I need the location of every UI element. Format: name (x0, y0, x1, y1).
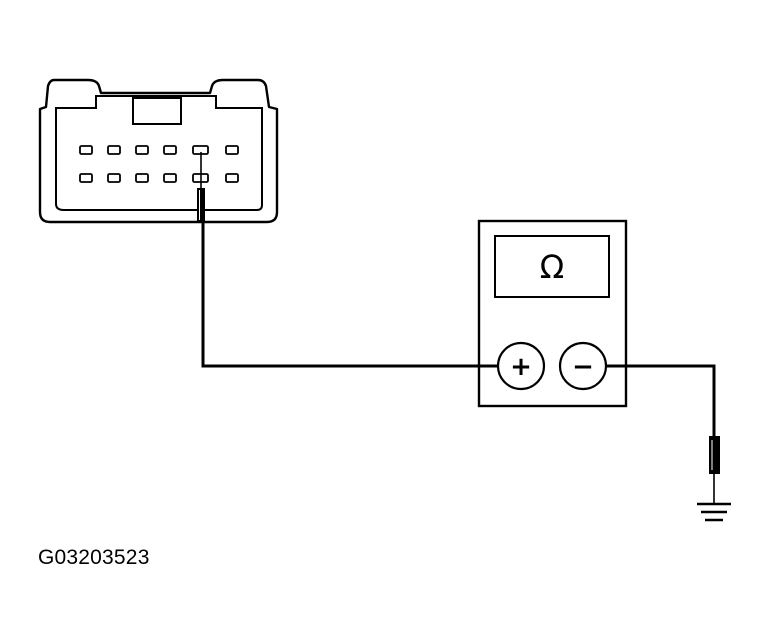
pin (79, 145, 93, 155)
negative-test-lead (606, 364, 716, 438)
meter-display (494, 235, 610, 298)
figure-id-label: G03203523 (38, 546, 150, 569)
ohm-symbol: Ω (540, 248, 564, 286)
pin (79, 173, 93, 183)
pin (107, 145, 121, 155)
pin (135, 173, 149, 183)
ground-probe (709, 436, 720, 503)
pin (135, 145, 149, 155)
pin (163, 145, 177, 155)
connector-pins-bottom-row (79, 173, 239, 183)
connector-latch (132, 97, 182, 125)
ground-symbol-icon (697, 502, 731, 522)
positive-terminal (496, 341, 546, 391)
pin (225, 145, 239, 155)
connector (38, 78, 279, 224)
connector-housing (38, 78, 279, 224)
probe-tip-icon (197, 152, 205, 222)
pin (107, 173, 121, 183)
positive-test-lead (201, 222, 498, 368)
positive-terminal-label: + (510, 352, 532, 382)
connector-pins-top-row (79, 145, 239, 155)
negative-terminal-label: − (572, 352, 594, 382)
ohmmeter: Ω + − (477, 219, 628, 408)
meter-body (477, 219, 628, 408)
connector-inner-frame (55, 95, 263, 211)
pin (163, 173, 177, 183)
pin (225, 173, 239, 183)
